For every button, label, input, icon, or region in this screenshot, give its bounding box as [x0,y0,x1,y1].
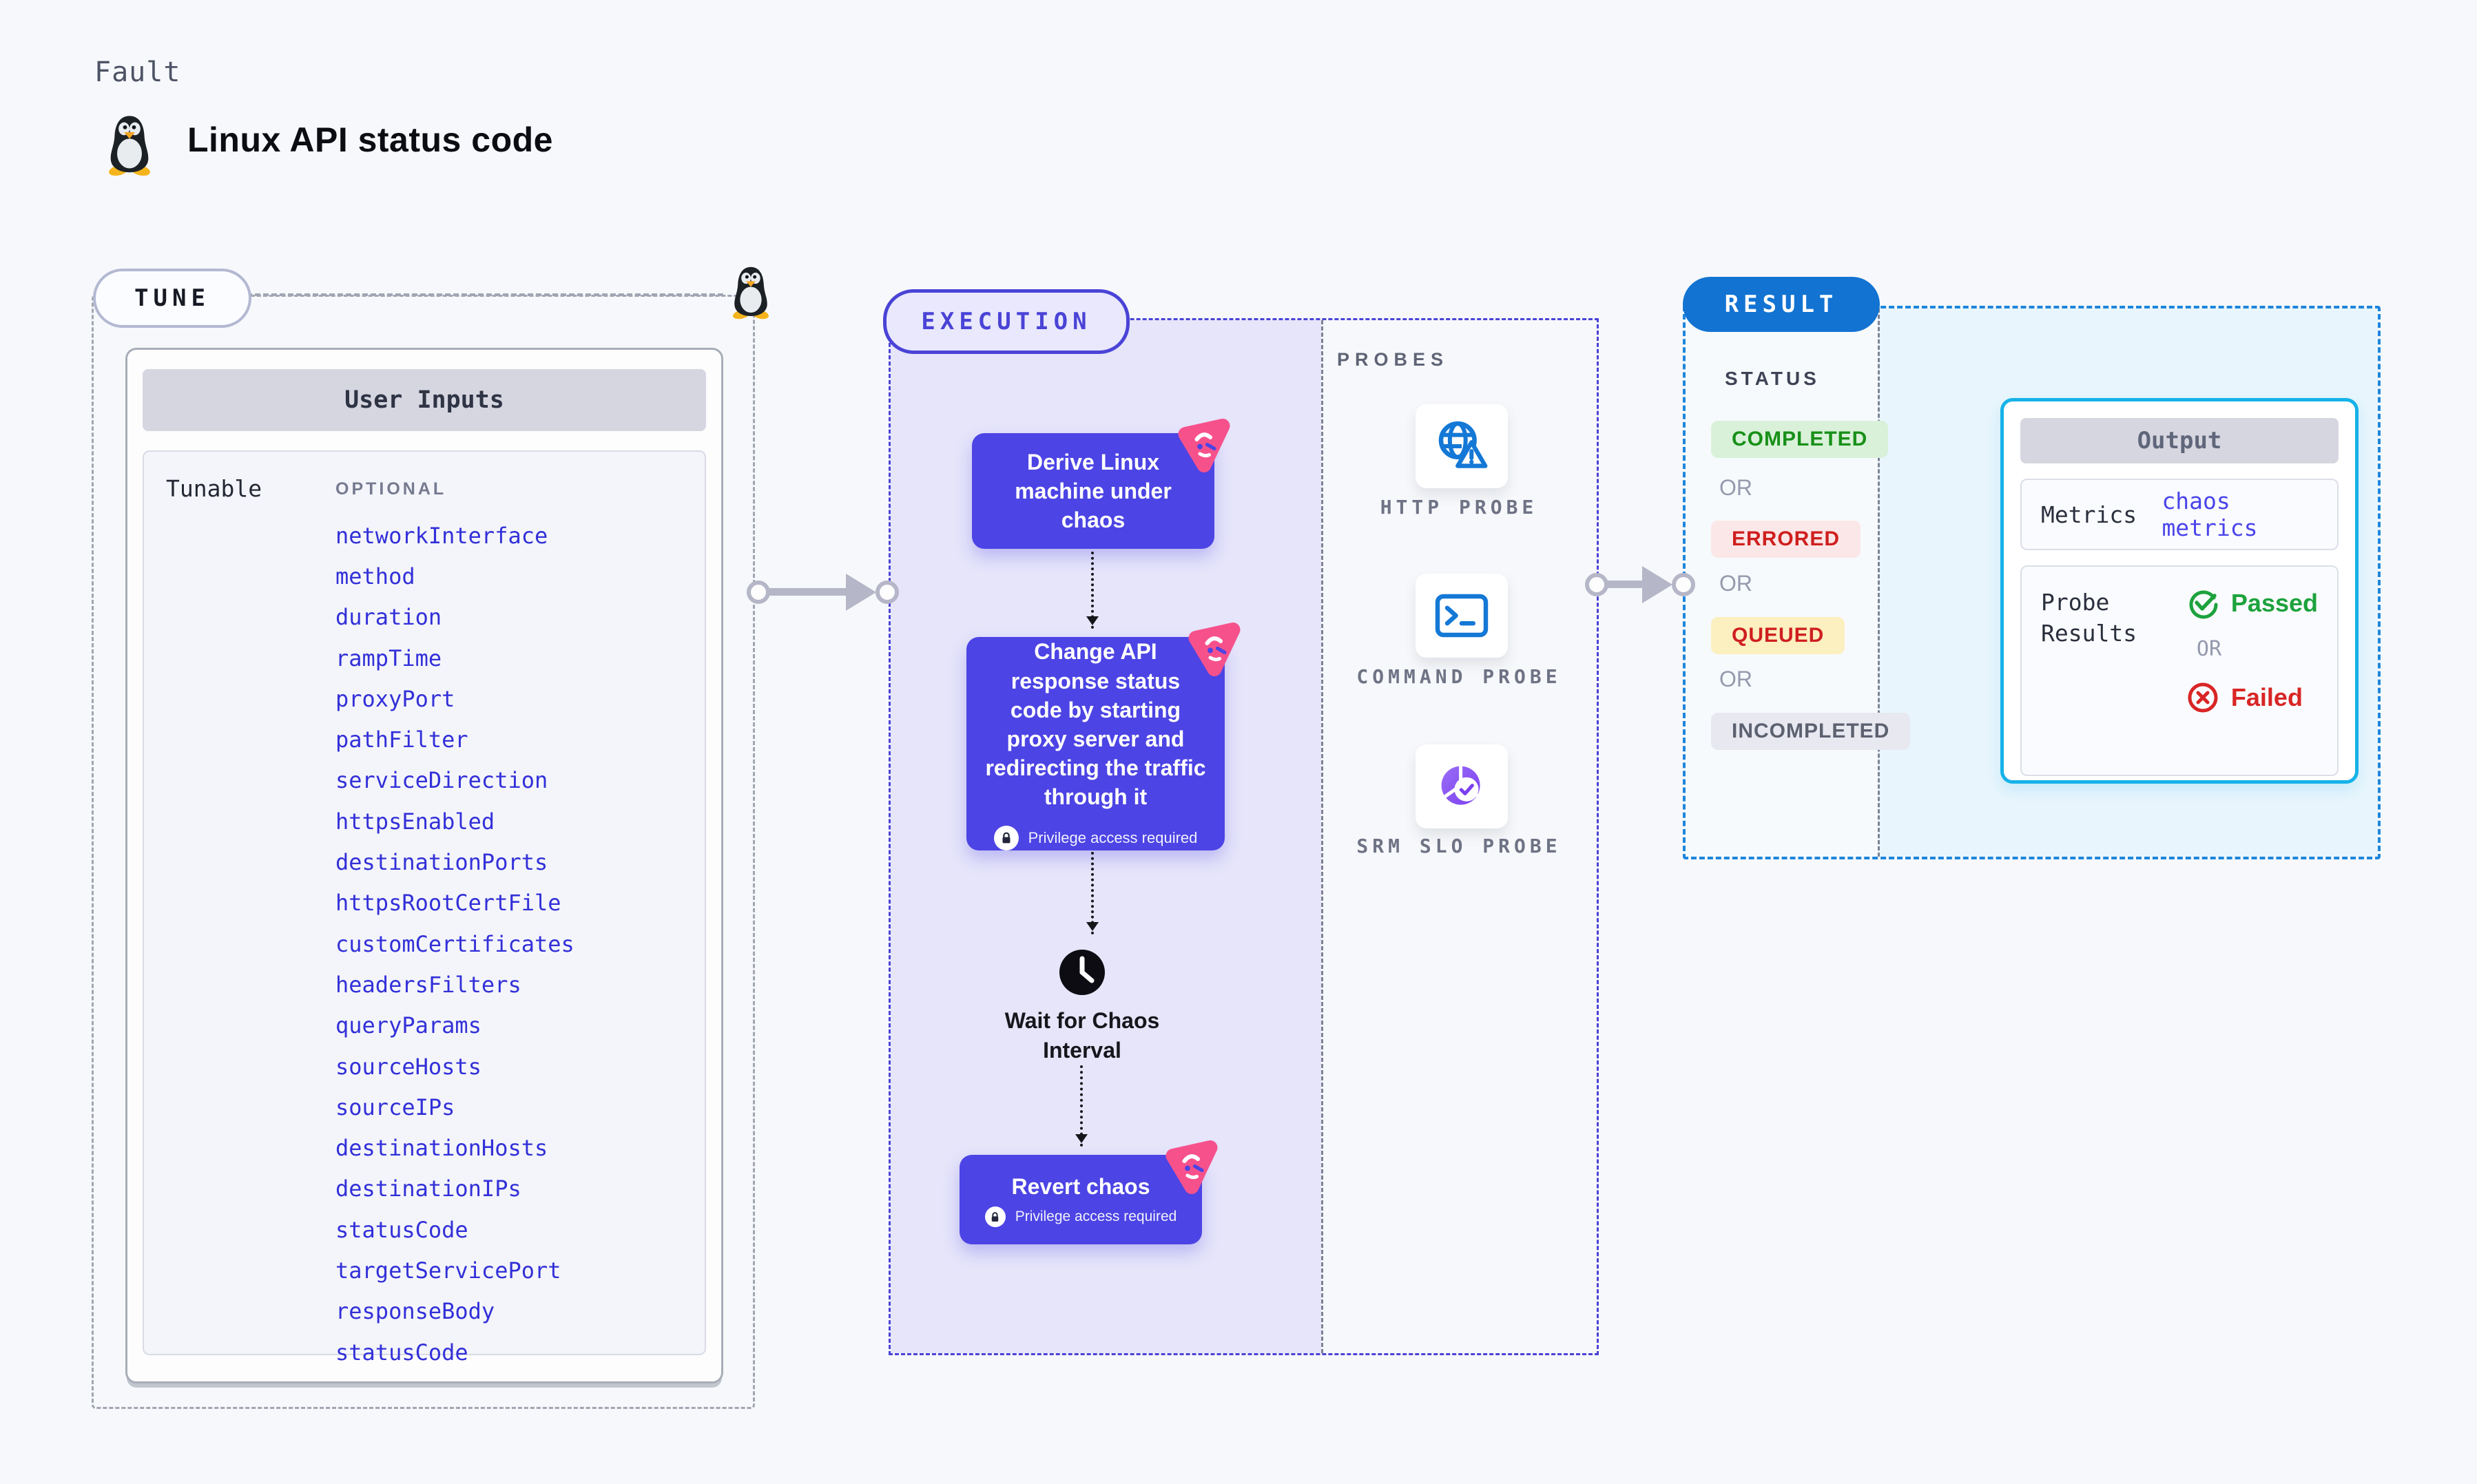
slo-donut-icon [1441,765,1480,805]
tunable-row-label: Tunable [166,475,262,502]
output-header: Output [2020,418,2339,463]
step-change-status-code-label: Change API response status code by start… [985,639,1206,810]
privilege-required-row: Privilege access required [993,825,1198,850]
probe-results-values: Passed OR Failed [2187,587,2318,775]
status-label: STATUS [1725,368,1820,389]
step-change-status-code: Change API response status code by start… [966,637,1225,850]
check-circle-icon [2189,590,2218,619]
tunable-param-link[interactable]: sourceIPs [335,1094,455,1120]
probes-to-result-arrow-line [1598,581,1657,588]
http-probe-label: HTTP PROBE [1380,496,1538,519]
clock-icon [1059,950,1105,995]
http-probe-card [1416,404,1508,488]
lock-icon [984,1206,1006,1228]
tune-to-execution-arrow-line [759,588,851,596]
tune-dashed-connector [247,293,723,296]
wait-for-chaos-label: Wait for Chaos Interval [1004,1008,1160,1063]
tunable-param-link[interactable]: headersFilters [335,971,521,998]
tunable-param-link[interactable]: pathFilter [335,727,468,753]
status-badge: QUEUED [1711,617,1845,654]
user-inputs-header: User Inputs [143,369,706,431]
srm-slo-probe-label: SRM SLO PROBE [1356,835,1562,857]
tunable-param-link[interactable]: httpsRootCertFile [335,890,561,917]
tunable-param-link[interactable]: statusCode [335,1216,468,1243]
tunable-param-link[interactable]: method [335,563,415,589]
status-badge: INCOMPLETED [1711,713,1911,750]
connector-dot [875,581,899,604]
flow-arrow-down [1086,852,1099,934]
tune-to-execution-arrow-head [846,574,876,611]
or-label: OR [1719,571,1752,596]
probe-results-row: Probe Results Passed OR [2020,565,2339,776]
or-label: OR [2196,637,2222,661]
page-title: Linux API status code [187,121,553,159]
status-badge: ERRORED [1711,521,1861,558]
flow-arrow-down [1086,552,1099,629]
or-label: OR [1719,475,1752,500]
chaos-metrics-link[interactable]: chaos metrics [2162,488,2258,541]
tunable-param-link[interactable]: queryParams [335,1012,481,1039]
execution-section-box: Derive Linux machine under chaos Change … [889,318,1599,1355]
x-circle-icon [2188,682,2218,713]
tunable-param-link[interactable]: destinationHosts [335,1135,548,1162]
optional-column-label: OPTIONAL [335,479,447,499]
chaos-badge-icon [1169,412,1235,479]
tunable-param-link[interactable]: serviceDirection [335,767,548,794]
execution-section-pill: EXECUTION [883,289,1130,354]
user-inputs-body: Tunable OPTIONAL networkInterface method d… [143,450,706,1366]
passed-label: Passed [2230,589,2318,617]
or-label: OR [1719,667,1752,691]
connector-dot [1672,573,1695,596]
terminal-icon [1435,594,1489,638]
command-probe-card [1416,574,1508,658]
probes-to-result-arrow-head [1642,566,1672,603]
tunable-param-link[interactable]: customCertificates [335,930,574,957]
tunable-param-link[interactable]: proxyPort [335,685,455,712]
lock-icon [993,825,1019,850]
tunable-param-link[interactable]: destinationPorts [335,849,548,876]
tunable-param-link[interactable]: httpsEnabled [335,808,495,835]
probe-results-label: Probe Results [2041,589,2137,647]
step-derive-machine: Derive Linux machine under chaos [972,433,1214,549]
tunable-param-link[interactable]: responseBody [335,1298,495,1325]
tunable-param-link[interactable]: statusCode [335,1339,468,1366]
metrics-label: Metrics [2041,501,2137,528]
passed-row: Passed [2187,587,2318,619]
tux-penguin-icon [98,113,161,176]
step-revert-chaos: Revert chaos Privilege access required [960,1155,1202,1244]
step-derive-machine-label: Derive Linux machine under chaos [1015,449,1172,533]
connector-dot [1585,573,1608,596]
privilege-required-label: Privilege access required [1028,829,1198,847]
metrics-row: Metrics chaos metrics [2020,479,2339,550]
privilege-required-label: Privilege access required [1015,1209,1177,1225]
chaos-badge-icon [1157,1134,1223,1200]
tunable-param-link[interactable]: destinationIPs [335,1175,521,1202]
probes-divider [1321,320,1323,1353]
privilege-required-row: Privilege access required [984,1206,1177,1228]
failed-row: Failed [2187,682,2318,713]
result-section-box: STATUS COMPLETED OR ERRORED OR QUEUED OR INCOM… [1683,306,2381,859]
connector-dot [747,581,770,604]
output-card: Output Metrics chaos metrics Probe Resul… [2000,398,2359,784]
srm-slo-probe-card [1416,744,1508,828]
result-section-pill: RESULT [1683,277,1880,332]
globe-alert-icon [1438,421,1488,468]
fault-eyebrow: Fault [94,56,181,88]
chaos-badge-icon [1179,616,1245,682]
flow-arrow-down [1075,1065,1088,1147]
tunable-param-list: networkInterface method duration rampTime pr… [335,515,574,1372]
tux-penguin-icon-small [723,264,778,320]
probes-section-label: PROBES [1337,349,1449,370]
tunable-param-link[interactable]: targetServicePort [335,1257,561,1284]
tune-section-pill: TUNE [93,269,251,328]
tunable-param-link[interactable]: rampTime [335,645,442,671]
step-revert-chaos-label: Revert chaos [1011,1173,1150,1199]
user-inputs-card: User Inputs Tunable OPTIONAL networkInte… [125,348,723,1383]
command-probe-label: COMMAND PROBE [1356,665,1562,688]
status-badge: COMPLETED [1711,421,1889,458]
tunable-param-link[interactable]: sourceHosts [335,1053,481,1080]
failed-label: Failed [2230,683,2303,711]
tunable-param-link[interactable]: networkInterface [335,522,548,549]
tunable-param-link[interactable]: duration [335,604,442,631]
